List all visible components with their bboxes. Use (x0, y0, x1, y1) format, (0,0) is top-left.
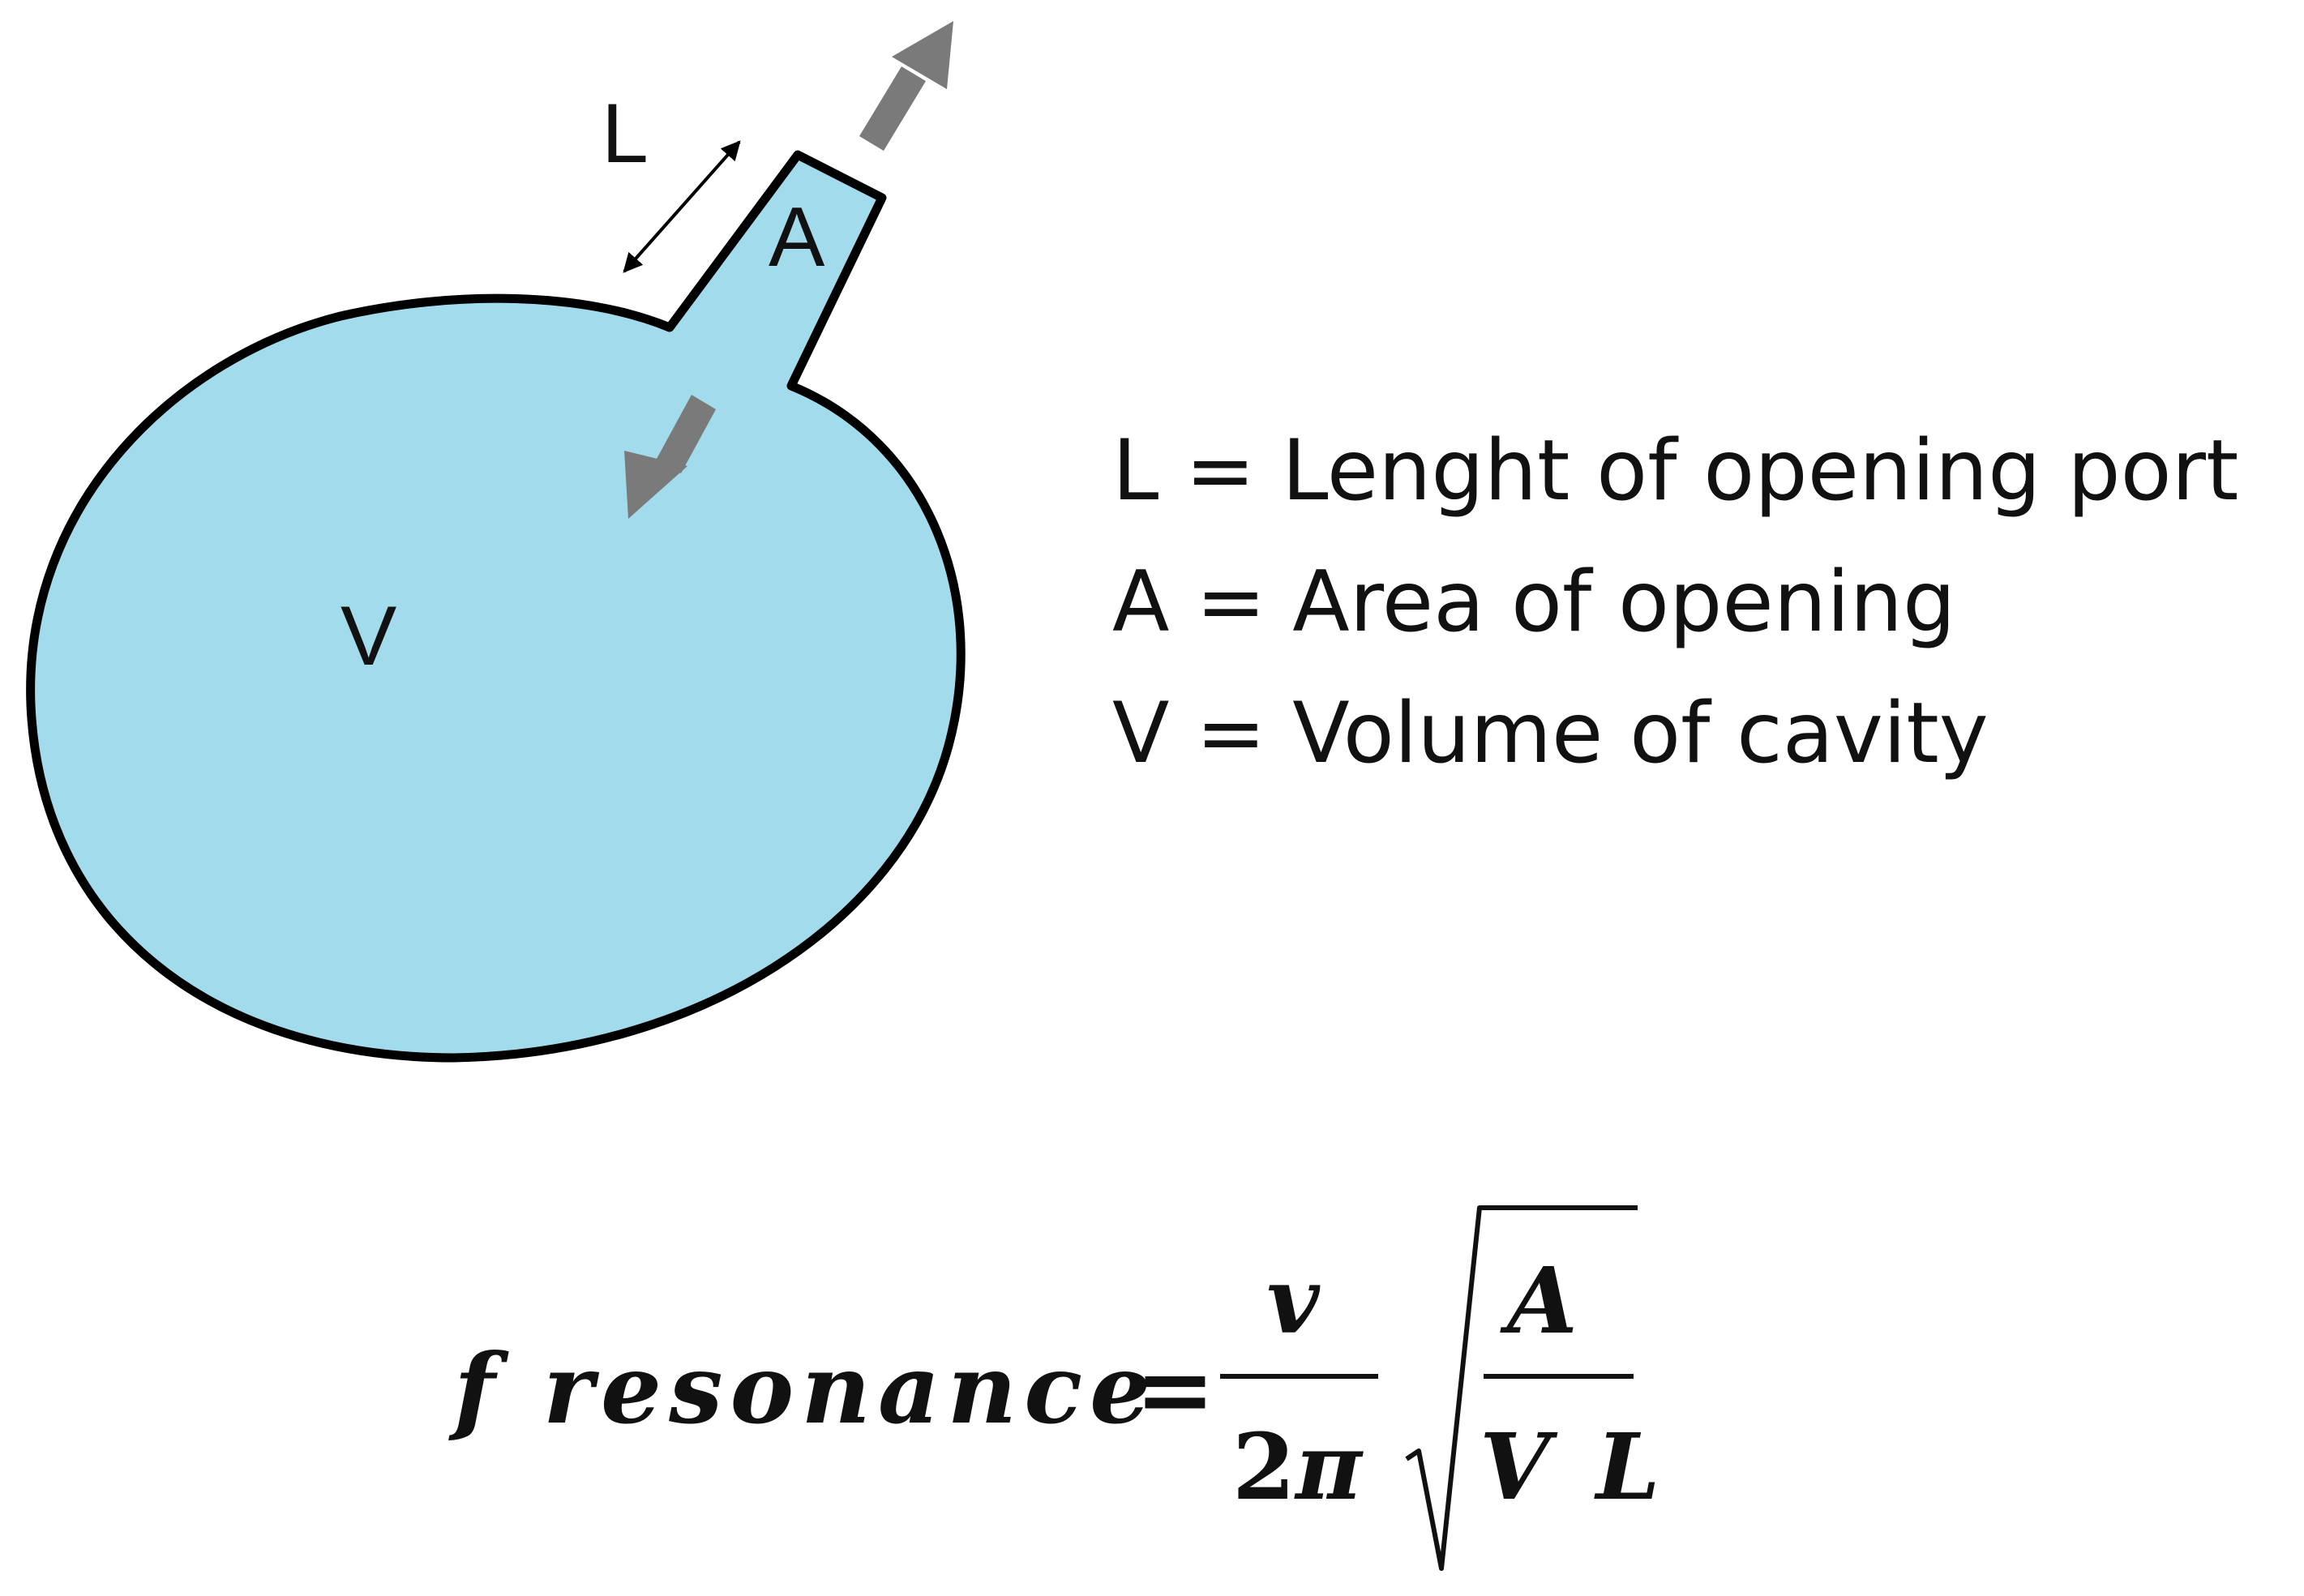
resonance-formula: f resonance = v 2π A V L (454, 1200, 1670, 1572)
volume-label: V (340, 589, 396, 683)
formula-two: 2 (1232, 1414, 1295, 1521)
length-dimension-arrow (623, 140, 741, 273)
formula-lhs: f resonance (454, 1333, 1158, 1445)
formula-volume-length: V L (1480, 1414, 1660, 1521)
square-root-sign (1405, 1205, 1638, 1571)
legend-item-volume: V = Volume of cavity (1112, 685, 1989, 782)
formula-equals: = (1135, 1333, 1215, 1445)
variable-legend: L = Lenght of opening port A = Area of o… (1112, 405, 2296, 799)
legend-item-length: L = Lenght of opening port (1112, 422, 2239, 520)
length-label: L (602, 87, 649, 181)
formula-area: A (1507, 1248, 1578, 1354)
inflow-arrow (624, 395, 716, 519)
formula-lines (1220, 1205, 1638, 1571)
resonator-cavity-shape (26, 150, 966, 1063)
formula-velocity: v (1266, 1248, 1320, 1354)
formula-two-pi: 2π (1232, 1423, 1362, 1513)
legend-item-area: A = Area of opening (1112, 554, 1956, 651)
outflow-arrow (859, 21, 953, 151)
formula-pi: π (1295, 1414, 1362, 1521)
area-label: A (769, 190, 825, 285)
